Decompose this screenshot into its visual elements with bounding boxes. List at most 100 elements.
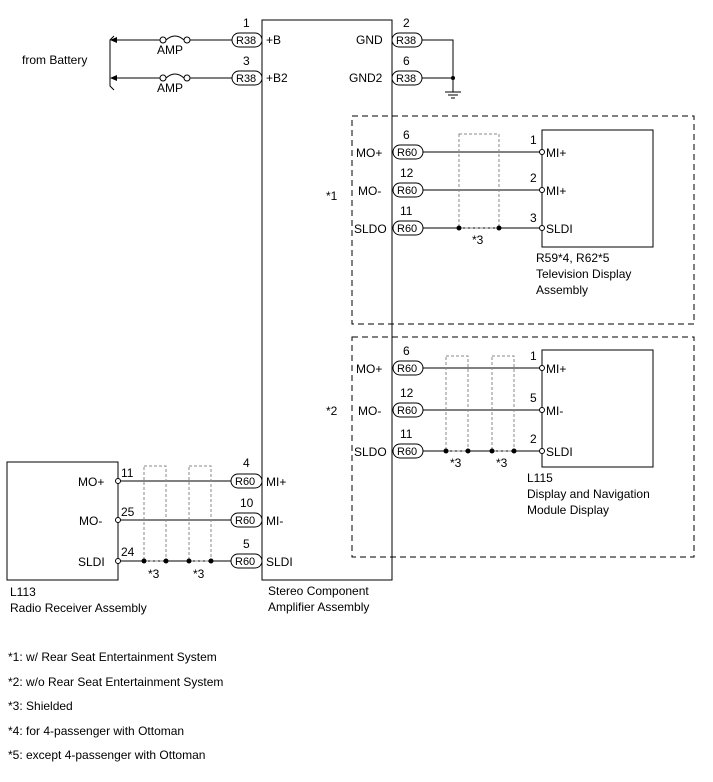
- connector-badge: [231, 32, 263, 48]
- terminal-icon: [539, 448, 545, 454]
- pin-number: 12: [400, 166, 414, 180]
- connector-label: R60: [397, 405, 417, 417]
- junction-dot: [496, 225, 502, 231]
- pin-label: SLDI: [546, 222, 573, 236]
- pin-number: 1: [530, 349, 537, 363]
- pin-number: 2: [530, 432, 537, 446]
- pin-label: +B: [266, 33, 281, 47]
- pin-number: 1: [243, 16, 250, 30]
- device-name-line2: Television Display: [536, 267, 631, 281]
- pin-number: 3: [530, 211, 537, 225]
- pin-number: 12: [400, 386, 414, 400]
- pin-label: SLDI: [266, 555, 293, 569]
- connector-badge: [230, 473, 263, 489]
- junction-dot: [451, 76, 455, 80]
- junction-dot: [489, 448, 495, 454]
- pin-number: 4: [243, 456, 250, 470]
- pin-number: 6: [403, 128, 410, 142]
- shield-label: *3: [496, 456, 508, 470]
- connector-label: R60: [397, 363, 417, 375]
- connector-label: R60: [397, 223, 417, 235]
- pin-number: 24: [121, 545, 135, 559]
- amplifier-name-line1: Stereo Component: [268, 584, 369, 598]
- junction-dot: [443, 448, 449, 454]
- pin-label: MO+: [78, 475, 104, 489]
- arrow-icon: [110, 75, 117, 81]
- option-group-1: [351, 115, 695, 325]
- terminal-icon: [539, 365, 545, 371]
- device-name-line3: Module Display: [527, 503, 609, 517]
- pin-number: 1: [530, 133, 537, 147]
- pin-label: SLDI: [78, 555, 105, 569]
- pin-label: MO-: [79, 514, 102, 528]
- group-tag: *2: [326, 404, 338, 418]
- pin-label: MO-: [358, 184, 381, 198]
- junction-dot: [141, 558, 147, 564]
- connector-badge: [230, 512, 263, 528]
- pin-label: MI+: [546, 146, 566, 160]
- connector-label: R38: [396, 73, 416, 85]
- pin-label: MI-: [266, 514, 283, 528]
- shield-outline: [445, 355, 469, 452]
- fuse-label: AMP: [157, 43, 183, 57]
- pin-label: SLDI: [546, 445, 573, 459]
- pin-label: MO-: [358, 404, 381, 418]
- pin-label: GND: [356, 33, 383, 47]
- terminal-icon: [539, 225, 545, 231]
- shield-label: *3: [472, 233, 484, 247]
- pin-label: MI+: [266, 475, 286, 489]
- junction-dot: [208, 558, 214, 564]
- connector-label: R60: [397, 185, 417, 197]
- option-group-2: [351, 336, 695, 558]
- terminal-icon: [539, 407, 545, 413]
- pin-label: MO+: [356, 362, 382, 376]
- terminal-icon: [539, 149, 545, 155]
- group-tag: *1: [326, 189, 338, 203]
- shield-label: *3: [450, 456, 462, 470]
- pin-number: 11: [400, 204, 413, 218]
- footnotes: *1: w/ Rear Seat Entertainment System *2…: [8, 650, 408, 773]
- connector-label: R38: [236, 35, 256, 47]
- pin-number: 11: [400, 427, 413, 441]
- pin-number: 5: [530, 391, 537, 405]
- terminal-icon: [539, 187, 545, 193]
- terminal-icon: [115, 558, 121, 564]
- shield-outline: [188, 465, 212, 562]
- device-name-line3: Assembly: [536, 283, 588, 297]
- amplifier-box: [261, 19, 393, 581]
- footnote: *5: except 4-passenger with Ottoman: [8, 748, 206, 762]
- pin-label: MI+: [546, 184, 566, 198]
- connector-label: R60: [235, 515, 255, 527]
- junction-dot: [186, 558, 192, 564]
- junction-dot: [511, 448, 517, 454]
- pin-number: 3: [243, 54, 250, 68]
- pin-label: SLDO: [354, 445, 387, 459]
- pin-number: 5: [243, 537, 250, 551]
- amplifier-name-line2: Amplifier Assembly: [268, 600, 369, 614]
- connector-label: R60: [235, 476, 255, 488]
- pin-label: MO+: [356, 146, 382, 160]
- pin-number: 6: [403, 344, 410, 358]
- connector-label: R38: [396, 35, 416, 47]
- device-name-line2: Display and Navigation: [527, 487, 650, 501]
- battery-label: from Battery: [22, 53, 87, 67]
- connector-label: R60: [235, 556, 255, 568]
- junction-dot: [465, 448, 471, 454]
- pin-number: 25: [121, 505, 135, 519]
- junction-dot: [163, 558, 169, 564]
- ground-icon: [445, 91, 461, 99]
- connector-label: R60: [397, 446, 417, 458]
- connector-label: R38: [236, 73, 256, 85]
- shield-label: *3: [148, 567, 160, 581]
- fuse-icon: [159, 35, 191, 44]
- wire-ground: [422, 39, 454, 92]
- connector-badge: [230, 553, 263, 569]
- device-name-line1: L115: [527, 471, 553, 485]
- device-name-line1: R59*4, R62*5: [536, 251, 610, 265]
- terminal-icon: [115, 478, 121, 484]
- pin-number: 2: [403, 16, 410, 30]
- terminal-icon: [115, 517, 121, 523]
- shield-outline: [491, 355, 515, 452]
- shield-label: *3: [193, 567, 205, 581]
- fuse-icon: [159, 73, 191, 82]
